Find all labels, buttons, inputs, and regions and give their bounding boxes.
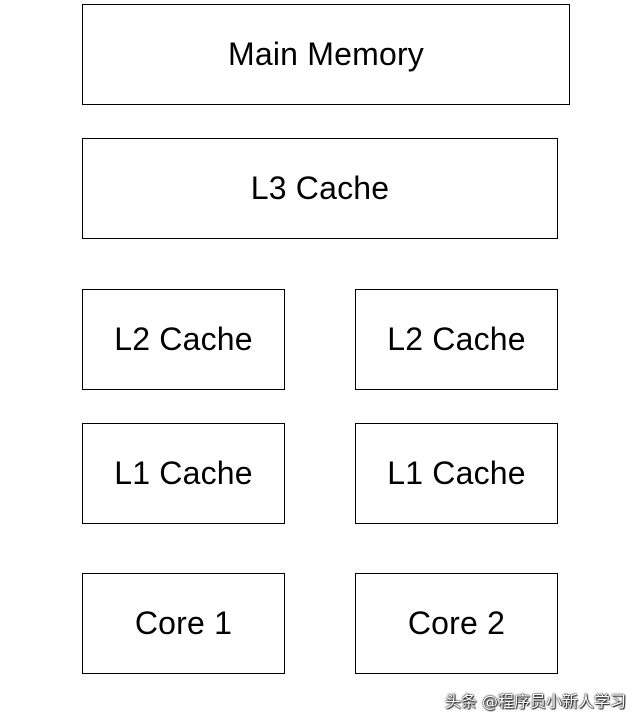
l2-cache-label: L2 Cache — [387, 321, 526, 357]
core-2-label: Core 2 — [407, 605, 506, 641]
l2-cache-label: L2 Cache — [114, 321, 253, 357]
l3-cache-label: L3 Cache — [250, 170, 390, 206]
main-memory-label: Main Memory — [227, 36, 424, 72]
l2-cache-box-right: L2 Cache — [355, 289, 558, 390]
core-1-label: Core 1 — [134, 605, 233, 641]
watermark: 头条 @程序员小新人学习 — [444, 692, 626, 711]
core-1-box: Core 1 — [82, 573, 285, 674]
l1-cache-label: L1 Cache — [387, 455, 526, 491]
l1-cache-box-right: L1 Cache — [355, 423, 558, 524]
l2-cache-box-left: L2 Cache — [82, 289, 285, 390]
l1-cache-box-left: L1 Cache — [82, 423, 285, 524]
core-2-box: Core 2 — [355, 573, 558, 674]
l3-cache-box: L3 Cache — [82, 138, 558, 239]
l1-cache-label: L1 Cache — [114, 455, 253, 491]
main-memory-box: Main Memory — [82, 4, 570, 105]
